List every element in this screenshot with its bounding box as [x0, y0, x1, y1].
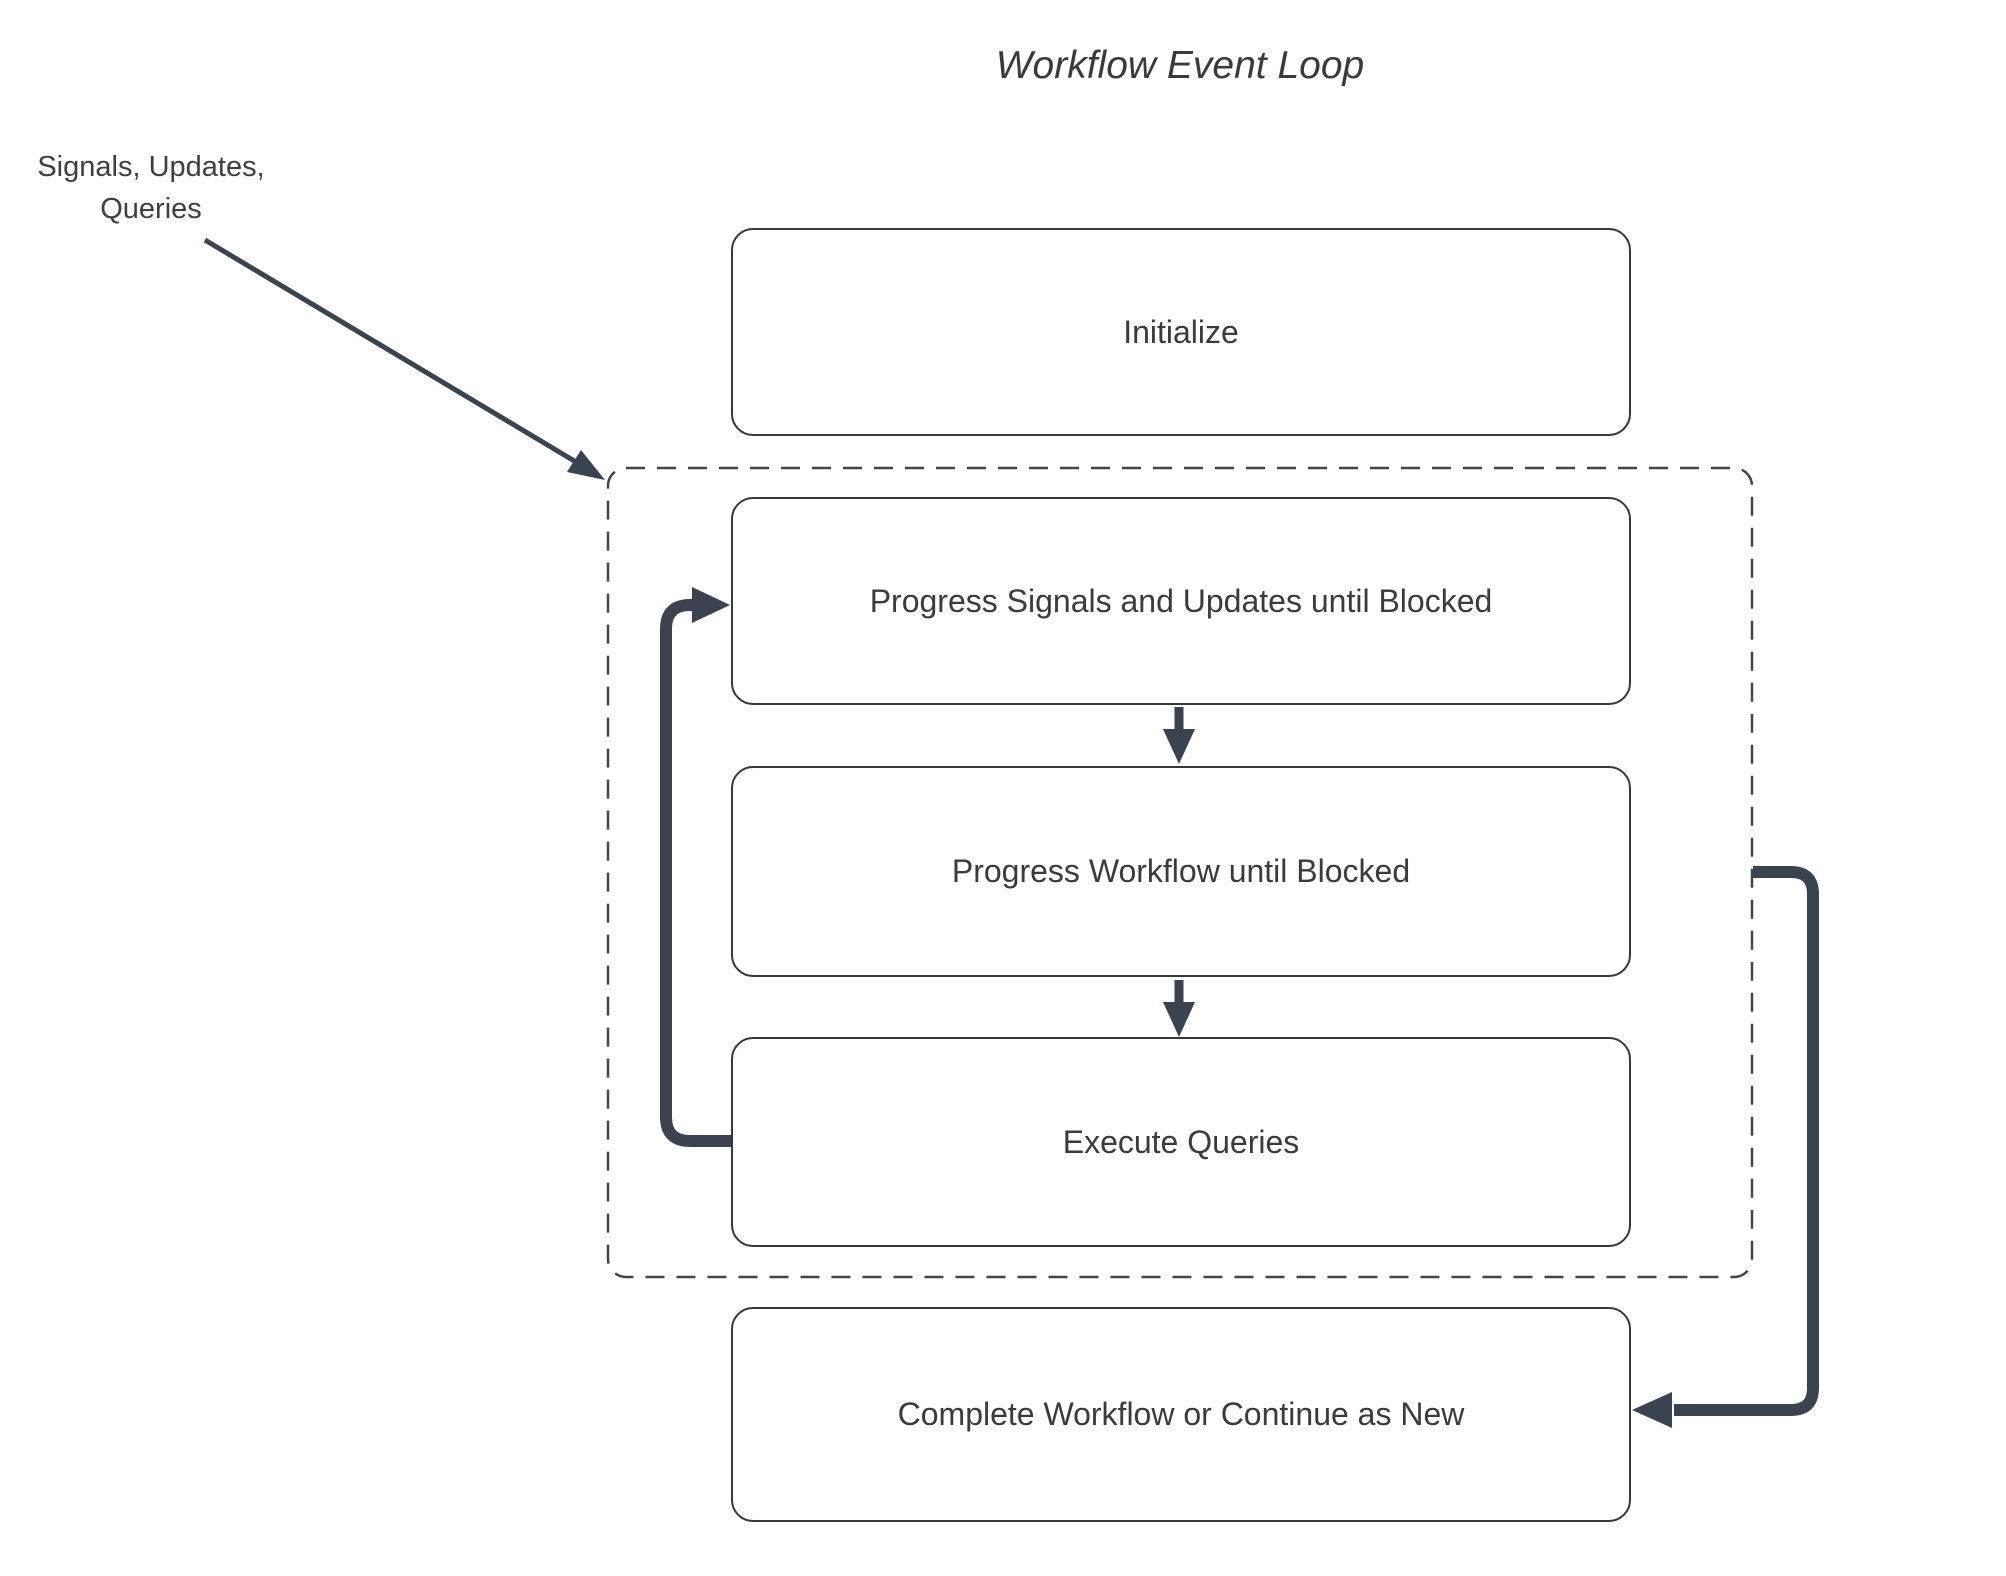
event-loop-container [606, 466, 1754, 1279]
arrow-signals-to-workflow [1163, 707, 1195, 764]
node-progress-workflow-label: Progress Workflow until Blocked [951, 853, 1411, 889]
node-initialize: Initialize [731, 228, 1631, 436]
node-progress-workflow: Progress Workflow until Blocked [731, 766, 1631, 977]
node-complete-workflow-label: Complete Workflow or Continue as New [897, 1396, 1465, 1432]
node-execute-queries: Execute Queries [731, 1037, 1631, 1247]
signals-input-arrow [203, 237, 605, 480]
node-execute-queries-label: Execute Queries [1062, 1123, 1300, 1160]
node-initialize-label: Initialize [1123, 313, 1239, 350]
continue-arrow [1632, 866, 1819, 1428]
loop-back-arrow [660, 587, 731, 1147]
node-progress-signals-label: Progress Signals and Updates until Block… [869, 582, 1493, 619]
node-progress-signals: Progress Signals and Updates until Block… [731, 497, 1631, 705]
node-complete-workflow: Complete Workflow or Continue as New [731, 1307, 1631, 1522]
diagram-title: Workflow Event Loop [995, 44, 1365, 87]
arrow-workflow-to-queries [1163, 980, 1195, 1037]
external-signals-label: Signals, Updates, Queries [37, 151, 265, 226]
